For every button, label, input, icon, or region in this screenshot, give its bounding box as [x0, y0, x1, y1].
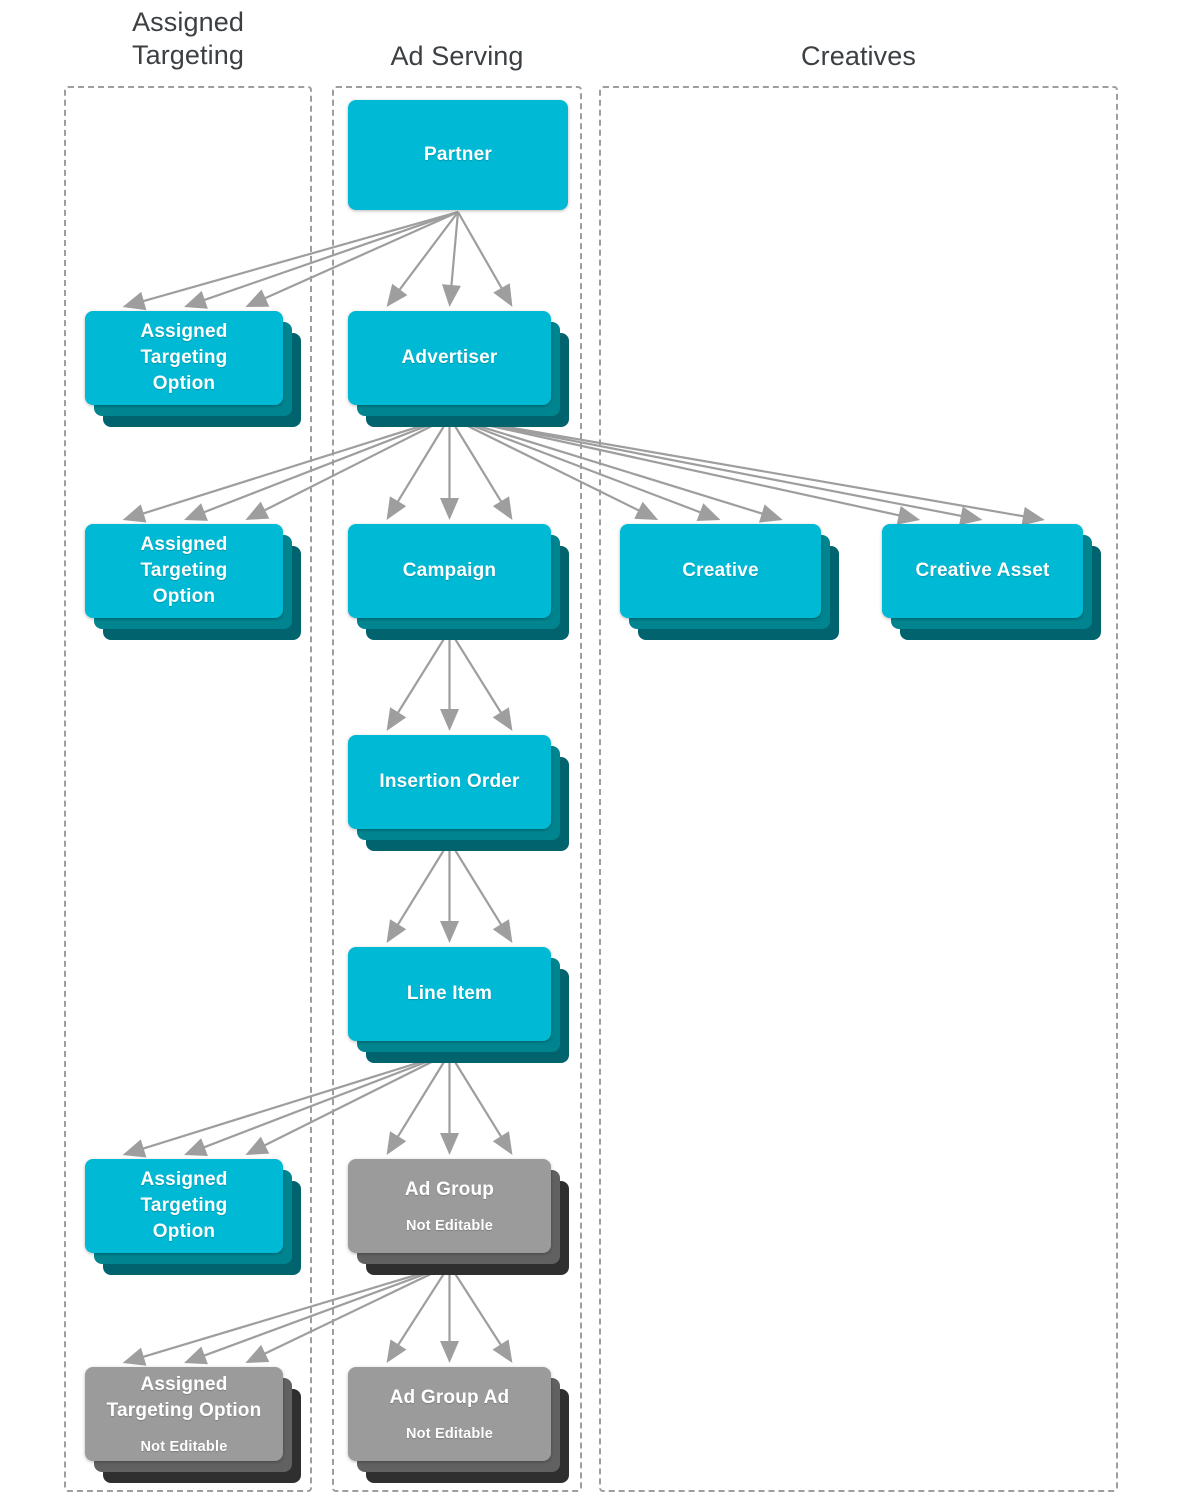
node-title: Line Item	[406, 983, 493, 1004]
node-title: Advertiser	[401, 347, 498, 368]
node-title: Ad Group Ad	[389, 1387, 510, 1408]
node-title: Campaign	[402, 560, 497, 581]
column-title-ad-serving: Ad Serving	[390, 41, 524, 71]
node-card[interactable]: Partner	[348, 100, 568, 210]
node-creative[interactable]: Creative	[620, 524, 839, 640]
column-title-creatives: Creatives	[801, 41, 916, 71]
node-card[interactable]: Creative Asset	[882, 524, 1083, 618]
column-title-assigned-targeting: Assigned Targeting	[132, 7, 244, 70]
node-title: Assigned Targeting Option	[140, 321, 228, 394]
node-assigned-targeting-option-advertiser[interactable]: Assigned Targeting Option	[85, 524, 301, 640]
node-title: Creative Asset	[915, 560, 1050, 581]
node-title: Partner	[424, 144, 492, 165]
node-card[interactable]: Creative	[620, 524, 821, 618]
node-subtitle-badge: Not Editable	[406, 1426, 493, 1442]
node-card[interactable]: Line Item	[348, 947, 551, 1041]
node-title: Assigned Targeting Option	[140, 534, 228, 607]
node-creative-asset[interactable]: Creative Asset	[882, 524, 1101, 640]
node-ad-group-ad[interactable]: Ad Group Ad Not Editable	[348, 1367, 569, 1483]
node-partner[interactable]: Partner	[348, 100, 568, 210]
node-line-item[interactable]: Line Item	[348, 947, 569, 1063]
node-title: Insertion Order	[379, 771, 520, 792]
node-insertion-order[interactable]: Insertion Order	[348, 735, 569, 851]
node-advertiser[interactable]: Advertiser	[348, 311, 569, 427]
swimlane-creatives	[599, 86, 1118, 1492]
node-subtitle-badge: Not Editable	[406, 1218, 493, 1234]
node-campaign[interactable]: Campaign	[348, 524, 569, 640]
node-assigned-targeting-option-line-item[interactable]: Assigned Targeting Option	[85, 1159, 301, 1275]
node-subtitle-badge: Not Editable	[140, 1439, 228, 1455]
swimlane-ad-serving	[332, 86, 582, 1492]
node-card[interactable]: Assigned Targeting Option	[85, 1159, 283, 1253]
node-card[interactable]: Insertion Order	[348, 735, 551, 829]
node-card[interactable]: Ad Group Ad Not Editable	[348, 1367, 551, 1461]
node-title: Creative	[682, 560, 759, 581]
node-card[interactable]: Campaign	[348, 524, 551, 618]
node-card[interactable]: Assigned Targeting Option	[85, 524, 283, 618]
node-assigned-targeting-option-partner[interactable]: Assigned Targeting Option	[85, 311, 301, 427]
node-card[interactable]: Assigned Targeting Option	[85, 311, 283, 405]
node-title: Assigned Targeting Option	[106, 1374, 262, 1421]
node-title: Ad Group	[404, 1179, 495, 1200]
node-title: Assigned Targeting Option	[140, 1169, 228, 1242]
node-card[interactable]: Advertiser	[348, 311, 551, 405]
swimlane-assigned-targeting	[64, 86, 312, 1492]
